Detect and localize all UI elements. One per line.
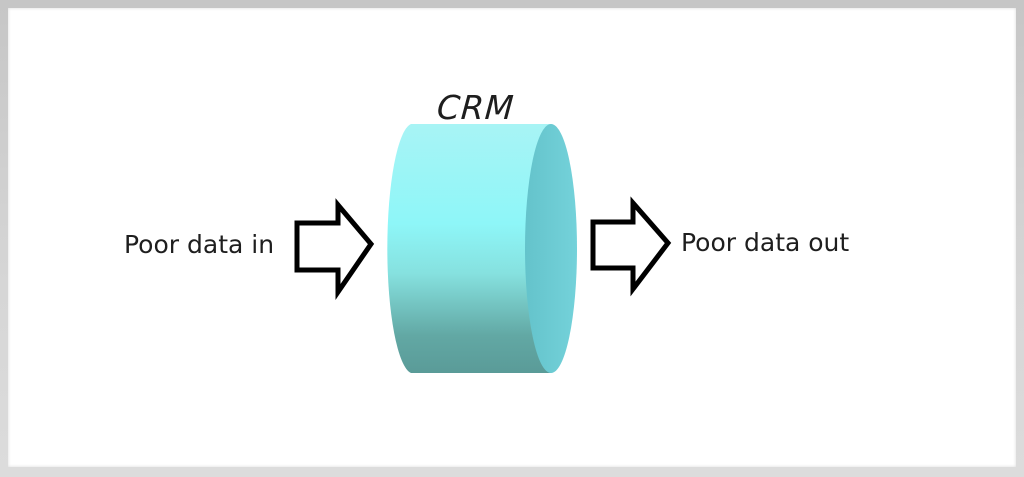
input-arrow-icon [294, 198, 375, 301]
input-label: Poor data in [124, 230, 275, 259]
crm-cylinder-face [525, 124, 577, 373]
output-arrow-icon [590, 196, 672, 297]
output-label: Poor data out [681, 228, 850, 257]
crm-cylinder-body [387, 124, 575, 373]
crm-title: CRM [435, 88, 516, 127]
